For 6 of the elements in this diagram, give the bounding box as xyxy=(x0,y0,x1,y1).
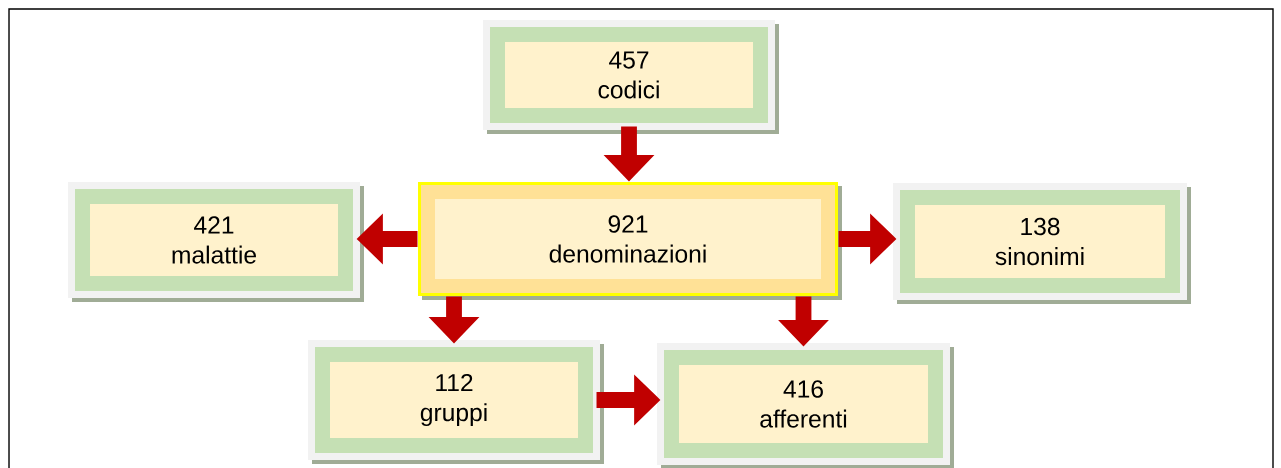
process-box: 421 malattie xyxy=(68,182,364,302)
process-box: 416 afferenti xyxy=(657,343,954,468)
process-box: 457 codici xyxy=(483,20,779,134)
process-box: 921 denominazioni xyxy=(418,182,842,300)
process-box: 138 sinonimi xyxy=(893,183,1191,304)
process-box: 112 gruppi xyxy=(308,340,604,464)
